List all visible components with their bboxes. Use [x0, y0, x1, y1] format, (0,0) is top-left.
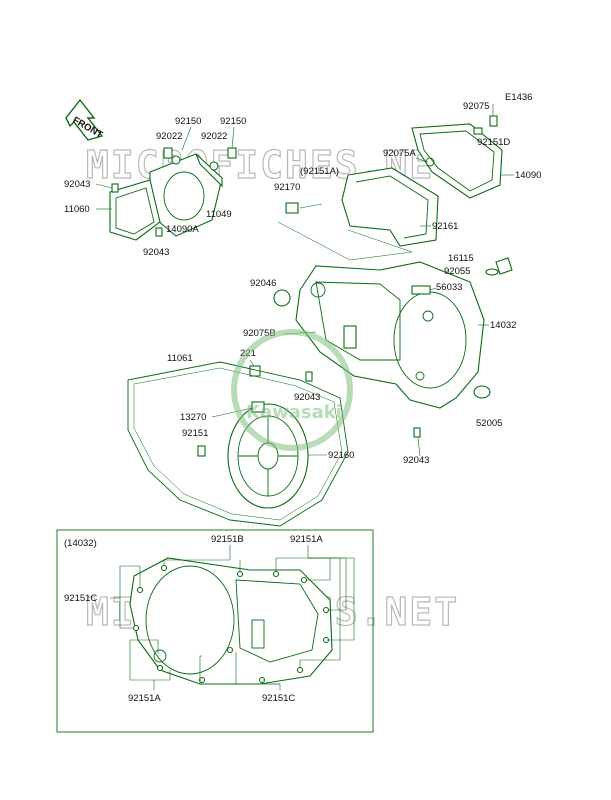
- plug-16115: [495, 257, 513, 275]
- pin-92043-d: [413, 427, 421, 438]
- label-92022-left: 92022: [156, 131, 182, 142]
- cover-14090: [411, 123, 503, 199]
- label-14090a: 14090A: [166, 224, 199, 235]
- label-92161: 92161: [432, 221, 458, 232]
- label-92075: 92075: [463, 101, 489, 112]
- label-92151a-paren: (92151A): [300, 166, 339, 177]
- label-11060: 11060: [64, 204, 90, 215]
- inset-frame: [56, 529, 374, 733]
- inset-title: (14032): [64, 538, 97, 549]
- logo-text: Kawasaki: [246, 402, 342, 423]
- label-92150-right: 92150: [220, 116, 246, 127]
- label-13270: 13270: [180, 412, 206, 423]
- label-14090: 14090: [515, 170, 541, 181]
- pin-92043-a: [111, 183, 119, 193]
- inset-label-92151c-left: 92151C: [64, 593, 97, 604]
- pin-92043-c: [305, 371, 313, 382]
- bolt-92075: [489, 104, 498, 127]
- label-92055: 92055: [444, 266, 470, 277]
- washer-92022-right: [209, 161, 219, 171]
- cover-92161: [341, 167, 439, 247]
- label-14032: 14032: [490, 320, 516, 331]
- bolt-92151: [197, 445, 206, 457]
- label-16115: 16115: [448, 253, 474, 264]
- cover-14032: [295, 261, 485, 409]
- label-92075a: 92075A: [383, 148, 416, 159]
- clamp-92170: [285, 202, 323, 214]
- gasket-11061: [127, 361, 349, 527]
- label-52005: 52005: [476, 418, 502, 429]
- inset-label-92151a-top: 92151A: [290, 534, 323, 545]
- label-92022-right: 92022: [201, 131, 227, 142]
- inset-label-92151b: 92151B: [211, 534, 244, 545]
- label-11049: 11049: [206, 209, 232, 220]
- inset-label-92151c-bottom: 92151C: [262, 693, 295, 704]
- inset-label-92151a-bottom: 92151A: [128, 693, 161, 704]
- label-92043-b: 92043: [143, 247, 169, 258]
- oring-92055: [485, 268, 499, 276]
- label-92151d: 92151D: [477, 137, 510, 148]
- label-92043-d: 92043: [403, 455, 429, 466]
- pin-92043-b: [155, 227, 163, 237]
- bolt-92150-right: [227, 147, 237, 159]
- plate-56033: [411, 285, 431, 295]
- bolt-92150-left: [163, 147, 173, 159]
- front-arrow-icon: FRONT: [65, 98, 105, 141]
- label-56033: 56033: [436, 282, 462, 293]
- label-92160: 92160: [328, 450, 354, 461]
- diagram-code: E1436: [505, 92, 532, 103]
- label-92043-c: 92043: [294, 392, 320, 403]
- cap-92046: [273, 289, 291, 307]
- label-92046: 92046: [250, 278, 276, 289]
- label-92043-a: 92043: [64, 179, 90, 190]
- label-11061: 11061: [167, 353, 193, 364]
- seal-52005: [473, 385, 491, 399]
- label-92170: 92170: [274, 182, 300, 193]
- label-92151: 92151: [182, 428, 208, 439]
- cap-13270: [251, 401, 265, 413]
- inset-leader-lines: [110, 545, 355, 690]
- cover-11060: [109, 179, 161, 241]
- label-92150-left: 92150: [175, 116, 201, 127]
- label-92075b: 92075B: [243, 328, 276, 339]
- kawasaki-logo: Kawasaki: [231, 329, 353, 451]
- washer-92022-left: [171, 155, 181, 165]
